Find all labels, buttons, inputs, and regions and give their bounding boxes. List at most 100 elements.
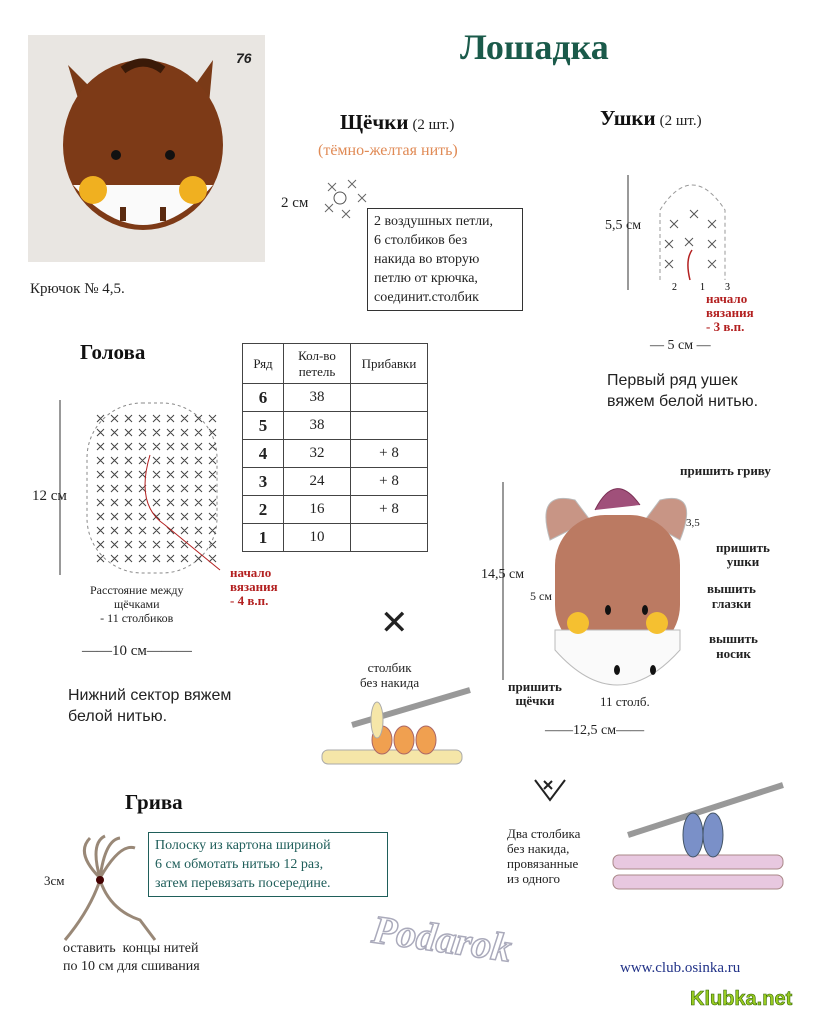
cheeks-size: 2 см: [281, 195, 309, 211]
assembled-head-illustration: [502, 482, 688, 686]
head-height: 12 см: [32, 488, 67, 504]
hook-size: Крючок № 4,5.: [30, 281, 125, 297]
mane-heading: Грива: [125, 790, 183, 814]
increases: + 8: [350, 439, 428, 468]
stitch-count: 38: [283, 411, 351, 440]
page-title: Лошадка: [460, 27, 609, 67]
note-line: Первый ряд ушек: [607, 372, 738, 389]
col-header: Кол-во петель: [283, 343, 351, 384]
label-line: носик: [716, 646, 751, 661]
klubka-logo: Klubka.net: [690, 988, 793, 1011]
head-heading: Голова: [80, 340, 146, 364]
col-header: Прибавки: [350, 343, 428, 384]
label-ear-size: 3,5: [686, 517, 700, 529]
site-link[interactable]: www.club.osinka.ru: [620, 960, 741, 976]
label-height: 14,5 см: [481, 567, 525, 582]
note-line: Нижний сектор вяжем: [68, 687, 232, 704]
increases: + 8: [350, 495, 428, 524]
label-line: Два столбика: [507, 826, 581, 841]
distance-line: Расстояние между: [90, 583, 184, 597]
label-line: ушки: [726, 554, 760, 569]
cheek-diagram: [324, 179, 367, 219]
head-width: ——10 см———: [82, 643, 192, 659]
ears-heading: Ушки (2 шт.): [600, 106, 702, 131]
label-line: из одного: [507, 871, 561, 886]
increase-illustration: [612, 782, 784, 890]
cheeks-heading: Щёчки (2 шт.): [340, 110, 454, 135]
col-header: Ряд: [242, 343, 284, 384]
note-line: соединит.столбик: [374, 290, 479, 305]
label-line: вышить: [709, 631, 758, 646]
note-line: Полоску из картона шириной: [155, 838, 331, 853]
row-number: 6: [242, 383, 284, 412]
ears-width: — 5 см —: [650, 338, 711, 353]
increase-symbol: [534, 779, 566, 802]
mane-size: 3см: [44, 873, 65, 888]
label-line: без накида: [360, 675, 420, 690]
note-line: 2 воздушных петли,: [374, 214, 494, 229]
start-line: начало: [230, 565, 272, 580]
note-line: по 10 см для сшивания: [63, 959, 200, 974]
ears-width-value: 5 см: [667, 338, 694, 353]
note-line: затем перевязать посередине.: [155, 876, 331, 891]
note-line: накида во вторую: [374, 252, 480, 267]
horse-photo-illustration: [63, 58, 223, 230]
label-line: провязанные: [507, 856, 579, 871]
sc-illustration: [321, 687, 471, 765]
increases: [350, 411, 428, 440]
note-line: белой нитью.: [68, 708, 168, 725]
note-line: 6 см обмотать нитью 12 раз,: [155, 857, 324, 872]
start-line: вязания: [706, 305, 754, 320]
distance-line: - 11 столбиков: [100, 611, 174, 625]
label-line: пришить: [508, 679, 562, 694]
label-side: 5 см: [530, 589, 552, 603]
ears-height: 5,5 см: [605, 218, 642, 233]
mane-note: Полоску из картона шириной 6 см обмотать …: [148, 832, 388, 897]
start-line: - 3 в.п.: [706, 319, 745, 334]
start-line: вязания: [230, 579, 278, 594]
ear-mark: 2: [672, 282, 677, 293]
label-line: вышить: [707, 581, 756, 596]
stitch-count: 32: [283, 439, 351, 468]
increases: [350, 523, 428, 552]
label-line: глазки: [711, 596, 752, 611]
ear-mark: 1: [700, 282, 705, 293]
row-number: 2: [242, 495, 284, 524]
cheeks-count: (2 шт.): [412, 117, 455, 133]
label-width: ——12,5 см——: [545, 723, 645, 738]
label-stitches: 11 столб.: [600, 694, 650, 709]
cheeks-yarn: (тёмно-желтая нить): [318, 142, 458, 159]
head-width-value: 10 см: [112, 643, 147, 659]
label-line: столбик: [367, 660, 412, 675]
label-line: щёчки: [515, 693, 555, 708]
width-value: 12,5 см: [573, 723, 617, 738]
stitch-count: 10: [283, 523, 351, 552]
label-line: пришить: [716, 540, 770, 555]
increases: [350, 383, 428, 412]
row-number: 3: [242, 467, 284, 496]
label-sew-mane: пришить гриву: [680, 463, 771, 478]
distance-line: щёчками: [113, 597, 160, 611]
label-line: без накида,: [507, 841, 570, 856]
